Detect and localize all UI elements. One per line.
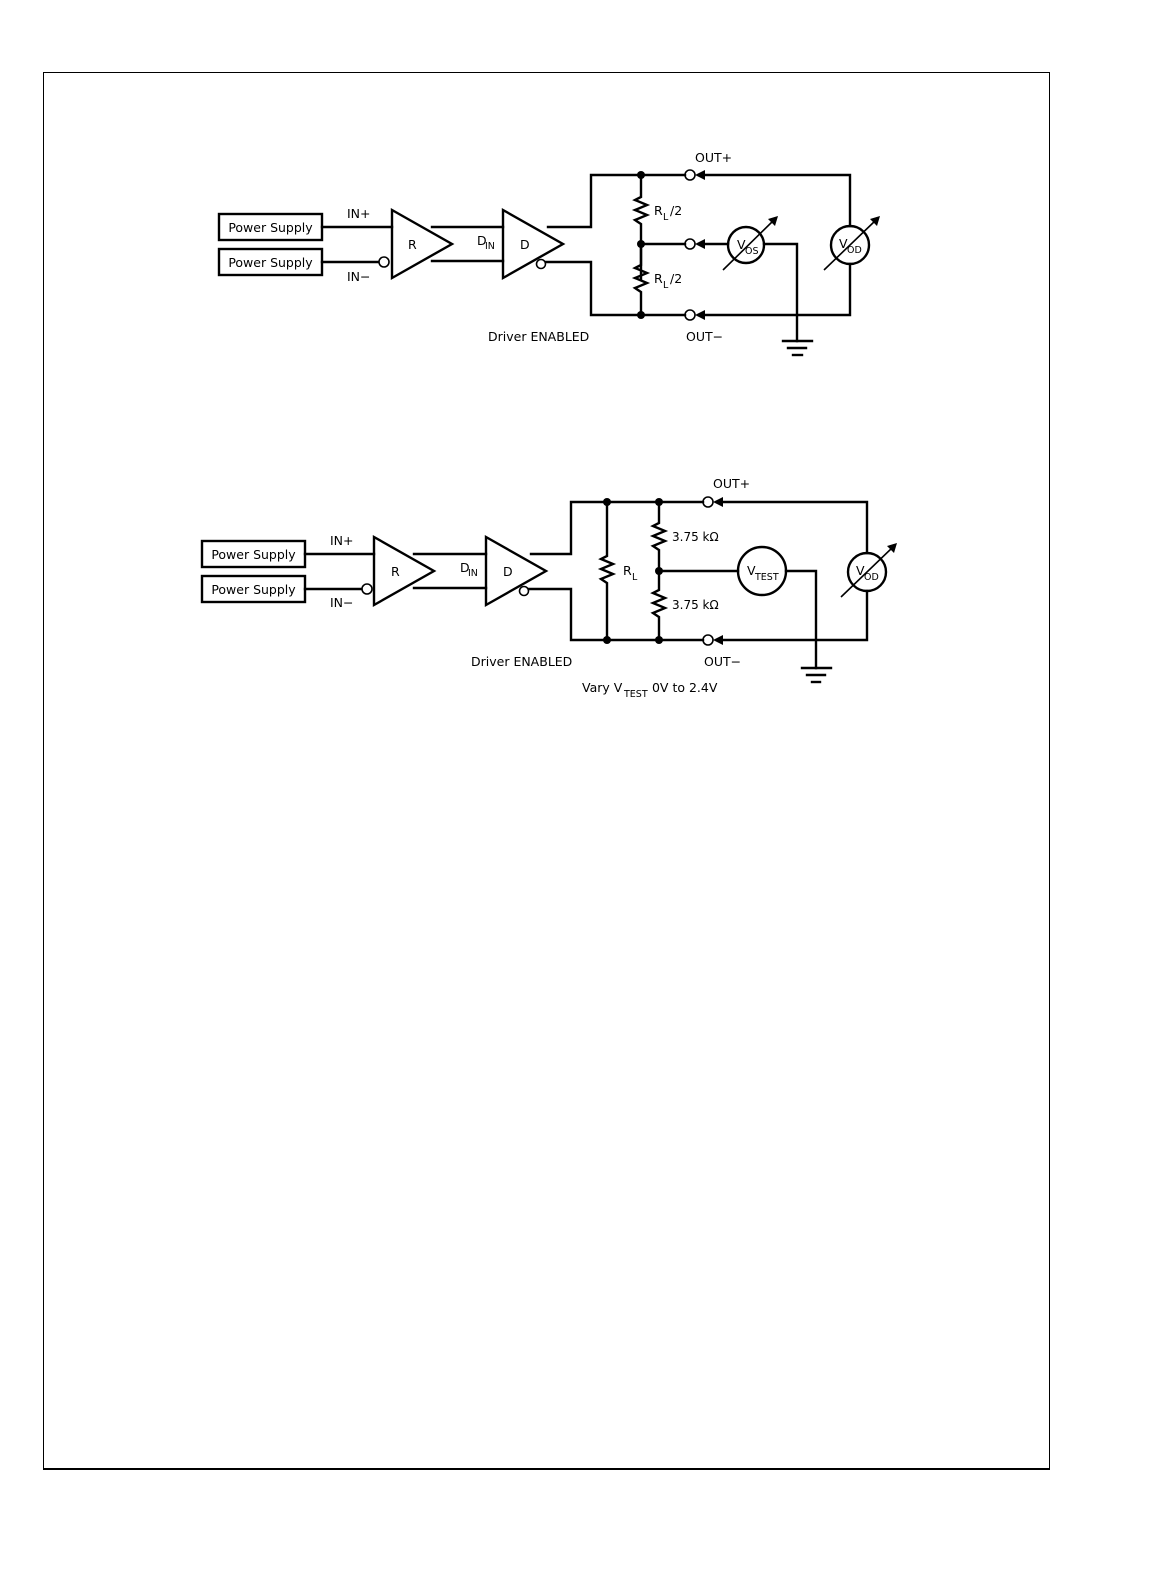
- res-top-label: 3.75 kΩ: [672, 530, 719, 544]
- inverting-bubble: [537, 260, 546, 269]
- power-supply-label: Power Supply: [211, 547, 296, 562]
- receiver-triangle: [374, 537, 434, 605]
- in-minus-label: IN−: [330, 595, 354, 610]
- power-supply-label: Power Supply: [211, 582, 296, 597]
- resistor-3-75k-top: [653, 502, 665, 571]
- inverting-bubble: [379, 257, 389, 267]
- out-minus-label: OUT−: [686, 329, 723, 344]
- din-subscript: IN: [468, 568, 478, 579]
- receiver-label: R: [408, 237, 417, 252]
- vod-subscript: OD: [847, 245, 862, 256]
- resistor-3-75k-bottom: [653, 571, 665, 640]
- rl-bottom-label: R: [654, 271, 663, 286]
- rl-label: R: [623, 563, 632, 578]
- res-bottom-label: 3.75 kΩ: [672, 598, 719, 612]
- receiver-triangle: [392, 210, 452, 278]
- terminal-out-minus: [703, 635, 713, 645]
- resistor-rl: [601, 502, 613, 640]
- rl-top-suffix: /2: [670, 203, 682, 218]
- rl-top-subscript: L: [663, 212, 669, 223]
- driver-enabled-caption: Driver ENABLED: [471, 654, 572, 669]
- out-plus-label: OUT+: [695, 150, 732, 165]
- resistor-rl-half-bottom: [635, 244, 647, 315]
- power-supply-label: Power Supply: [228, 220, 313, 235]
- vos-subscript: OS: [745, 246, 759, 257]
- terminal-out-plus: [703, 497, 713, 507]
- rl-subscript: L: [632, 572, 638, 583]
- in-plus-label: IN+: [330, 533, 354, 548]
- terminal-out-plus: [685, 170, 695, 180]
- din-subscript: IN: [485, 241, 495, 252]
- out-plus-label: OUT+: [713, 476, 750, 491]
- inverting-bubble: [362, 584, 372, 594]
- vary-prefix: Vary V: [582, 680, 623, 695]
- driver-enabled-caption: Driver ENABLED: [488, 329, 589, 344]
- driver-label: D: [520, 237, 530, 252]
- circuit-2: Power Supply Power Supply IN+ IN− R D IN…: [202, 476, 897, 700]
- driver-triangle: [503, 210, 563, 278]
- terminal-mid: [685, 239, 695, 249]
- driver-triangle: [486, 537, 546, 605]
- vtest-subscript: TEST: [754, 572, 779, 583]
- rl-top-label: R: [654, 203, 663, 218]
- power-supply-label: Power Supply: [228, 255, 313, 270]
- rl-bottom-subscript: L: [663, 280, 669, 291]
- vary-suffix: 0V to 2.4V: [648, 680, 718, 695]
- vtest-source: [738, 547, 786, 595]
- vod-subscript: OD: [864, 572, 879, 583]
- receiver-label: R: [391, 564, 400, 579]
- out-minus-label: OUT−: [704, 654, 741, 669]
- driver-label: D: [503, 564, 513, 579]
- rl-bottom-suffix: /2: [670, 271, 682, 286]
- terminal-out-minus: [685, 310, 695, 320]
- circuit-1: Power Supply Power Supply IN+ IN− R D IN…: [219, 150, 880, 355]
- inverting-bubble: [520, 587, 529, 596]
- in-plus-label: IN+: [347, 206, 371, 221]
- vos-meter: [728, 227, 764, 263]
- vary-subscript: TEST: [623, 689, 648, 700]
- in-minus-label: IN−: [347, 269, 371, 284]
